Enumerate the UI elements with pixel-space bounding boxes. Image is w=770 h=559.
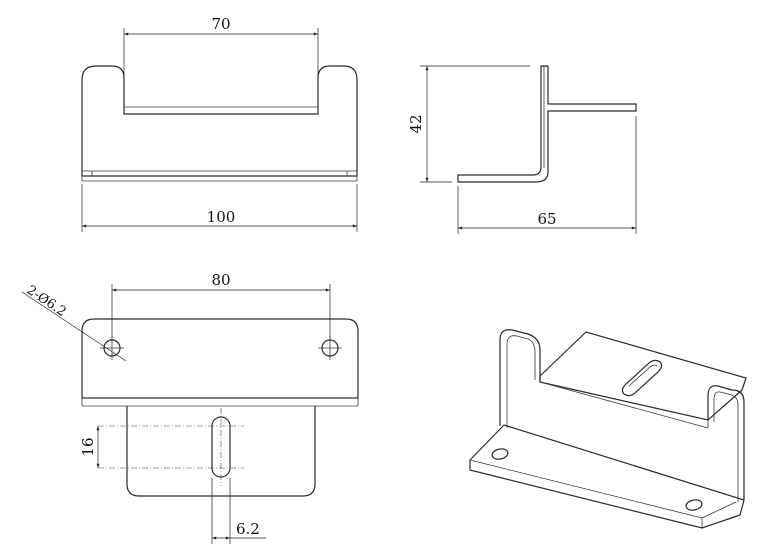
dim-label-70: 70 — [211, 15, 230, 33]
dim-slot-width: 6.2 — [211, 478, 266, 544]
dim-slot-length: 16 — [79, 426, 100, 468]
isometric-view — [469, 329, 747, 529]
dim-label-6-2: 6.2 — [236, 520, 260, 538]
dim-label-hole-callout: 2-Ø6.2 — [24, 283, 69, 320]
front-view: 70 100 — [81, 15, 358, 232]
dim-label-100: 100 — [207, 208, 236, 226]
side-view: 42 65 — [407, 65, 637, 234]
slot — [98, 408, 244, 486]
top-view: 80 2-Ø6.2 16 6.2 — [21, 271, 359, 544]
dim-front-total-width: 100 — [81, 184, 358, 232]
dim-side-depth: 65 — [457, 116, 637, 234]
dim-label-65: 65 — [537, 210, 556, 228]
dim-hole-callout: 2-Ø6.2 — [21, 283, 127, 362]
dim-label-80: 80 — [211, 271, 230, 289]
dim-label-42: 42 — [407, 114, 425, 133]
dim-side-height: 42 — [407, 65, 530, 183]
dim-hole-spacing: 80 — [111, 271, 331, 338]
dim-label-16: 16 — [79, 437, 97, 456]
dim-front-inner-width: 70 — [123, 15, 319, 78]
mounting-hole-right — [318, 336, 342, 360]
mounting-hole-left — [100, 336, 124, 360]
